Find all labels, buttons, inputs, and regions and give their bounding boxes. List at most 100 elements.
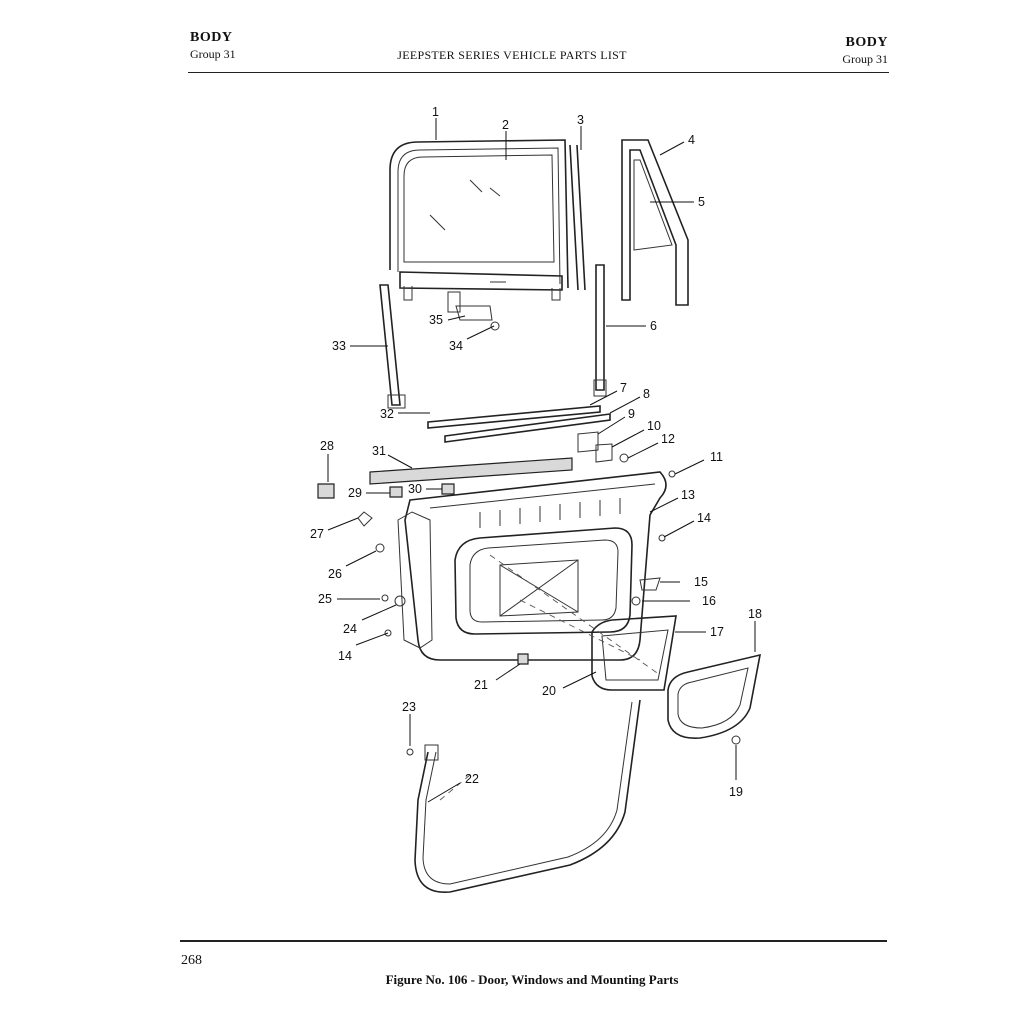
header-group-right: Group 31 xyxy=(842,52,888,66)
footer-rule xyxy=(180,940,887,942)
callout-leader xyxy=(649,497,679,513)
callout-leader xyxy=(659,141,685,156)
callout-4: 4 xyxy=(688,133,695,147)
callout-21: 21 xyxy=(474,678,488,692)
header-group-left: Group 31 xyxy=(190,47,236,61)
hinge-plate xyxy=(577,431,599,453)
figure-caption: Figure No. 106 - Door, Windows and Mount… xyxy=(385,972,679,987)
callout-28: 28 xyxy=(320,439,334,453)
door-shell-flange xyxy=(429,483,656,509)
callout-17: 17 xyxy=(710,625,724,639)
inner-belt-weatherstrip xyxy=(444,413,611,443)
hinge-pin xyxy=(619,453,629,463)
door-check-bracket xyxy=(317,483,335,499)
header-rule xyxy=(188,72,889,73)
door-weatherstrip-inner xyxy=(422,701,633,885)
weatherstrip-screw xyxy=(406,748,414,756)
hinge-screw xyxy=(668,470,676,478)
door-hinge-bolt xyxy=(394,595,406,607)
callout-leader xyxy=(466,325,495,340)
callout-15: 15 xyxy=(694,575,708,589)
door-shell xyxy=(404,471,667,661)
callout-leader xyxy=(427,782,461,803)
callout-11: 11 xyxy=(710,450,723,464)
hinge-strap xyxy=(595,443,613,463)
callout-22: 22 xyxy=(465,772,479,786)
callout-14-left: 14 xyxy=(338,649,352,663)
callout-29: 29 xyxy=(348,486,362,500)
callout-leader xyxy=(361,604,397,621)
callout-18: 18 xyxy=(748,607,762,621)
callout-leader xyxy=(447,315,466,321)
handle-escutcheon xyxy=(639,577,661,591)
vent-window-glass xyxy=(633,159,673,251)
callout-leader xyxy=(597,416,626,435)
glass-channel-tabs xyxy=(403,286,561,301)
lock-rod-clip xyxy=(441,483,455,495)
callout-27: 27 xyxy=(310,527,324,541)
door-glass xyxy=(403,154,555,263)
callout-19: 19 xyxy=(729,785,743,799)
glass-reflection xyxy=(429,179,501,231)
division-channel xyxy=(595,264,605,391)
callout-leader xyxy=(355,632,389,646)
callout-leader xyxy=(495,663,521,681)
callout-5: 5 xyxy=(698,195,705,209)
lock-washer xyxy=(381,594,389,602)
callout-33: 33 xyxy=(332,339,346,353)
door-bumper xyxy=(375,543,385,553)
callout-12: 12 xyxy=(661,432,675,446)
lift-bracket-bolt xyxy=(490,321,500,331)
callout-1: 1 xyxy=(432,105,439,119)
lock-clip xyxy=(389,486,403,498)
page-number: 268 xyxy=(181,953,202,968)
door-parts-drawing xyxy=(317,139,762,893)
door-inner-opening-lip xyxy=(469,539,619,623)
door-inner-opening xyxy=(454,527,633,635)
callout-leader xyxy=(562,671,597,689)
callout-30: 30 xyxy=(408,482,422,496)
glass-channel-bottom xyxy=(399,271,563,291)
callout-9: 9 xyxy=(628,407,635,421)
division-channel-foot xyxy=(593,379,607,397)
callout-14-right: 14 xyxy=(697,511,711,525)
panel-screw xyxy=(731,735,741,745)
callout-leader xyxy=(663,520,695,538)
callout-35: 35 xyxy=(429,313,443,327)
callout-leader xyxy=(345,550,377,567)
callout-2: 2 xyxy=(502,118,509,132)
callout-3: 3 xyxy=(577,113,584,127)
header-section-title-right: BODY xyxy=(845,35,888,50)
callout-24: 24 xyxy=(343,622,357,636)
door-shell-ribs xyxy=(479,498,621,528)
mounting-screw-left xyxy=(384,629,392,637)
callout-leader xyxy=(609,396,641,414)
window-frame xyxy=(389,139,569,289)
door-weatherstrip xyxy=(414,699,641,893)
mounting-screw-right xyxy=(658,534,666,542)
callout-6: 6 xyxy=(650,319,657,333)
glass-run-channel xyxy=(569,144,586,291)
regulator-arms xyxy=(499,559,579,617)
callout-leader xyxy=(387,454,413,469)
weatherstrip-end-clip xyxy=(424,744,439,761)
handle-escutcheon-nut xyxy=(631,596,641,606)
callout-labels: 1 2 3 4 5 6 7 8 9 10 11 12 13 14 15 16 1… xyxy=(310,105,762,803)
callout-8: 8 xyxy=(643,387,650,401)
striker-shim xyxy=(357,511,373,527)
header-document-title: JEEPSTER SERIES VEHICLE PARTS LIST xyxy=(397,48,627,62)
callout-25: 25 xyxy=(318,592,332,606)
callout-16: 16 xyxy=(702,594,716,608)
header-section-title-left: BODY xyxy=(190,30,233,45)
callout-20: 20 xyxy=(542,684,556,698)
vent-window-frame xyxy=(621,139,689,306)
trim-panel-inner xyxy=(601,629,669,681)
callout-34: 34 xyxy=(449,339,463,353)
callout-leader xyxy=(627,442,659,459)
callout-23: 23 xyxy=(402,700,416,714)
outer-belt-weatherstrip xyxy=(427,405,601,429)
callout-13: 13 xyxy=(681,488,695,502)
lift-bracket xyxy=(447,291,493,321)
door-trim-panel-lower xyxy=(667,653,762,739)
